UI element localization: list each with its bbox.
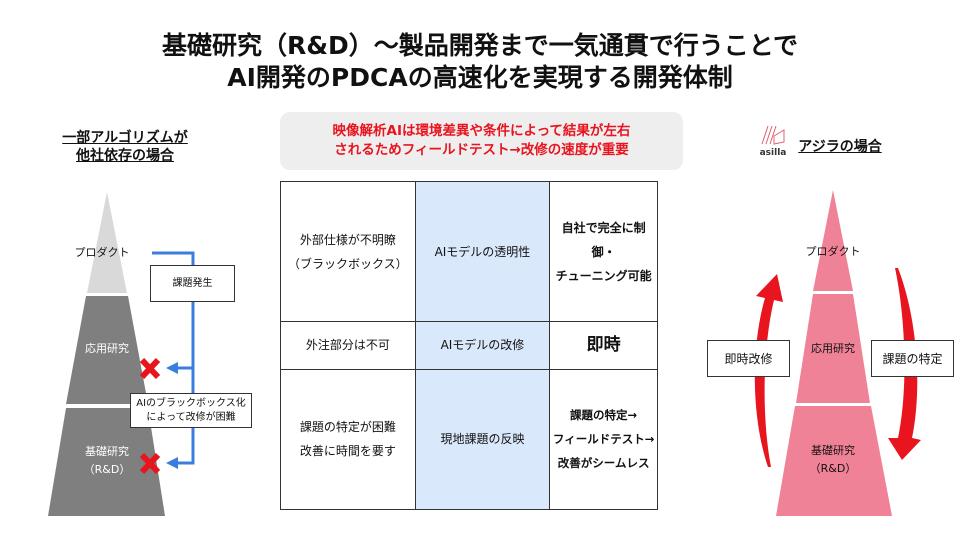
table-cell-mid: AIモデルの透明性 bbox=[414, 180, 551, 323]
x-mark-icon bbox=[139, 357, 161, 475]
asilla-logo-text: asilla bbox=[759, 148, 787, 158]
cell-text: チューニング可能 bbox=[555, 268, 652, 283]
up-curved-arrow-icon bbox=[754, 274, 783, 467]
table-cell-mid: 現地課題の反映 bbox=[414, 368, 551, 511]
left-tier-basic: 基礎研究 （R&D） bbox=[62, 443, 152, 479]
cell-text: 自社で完全に制御・ bbox=[561, 220, 646, 259]
cell-text: 即時 bbox=[586, 335, 621, 356]
left-heading-line-1: 一部アルゴリズムが bbox=[62, 130, 188, 146]
comparison-table: 外部仕様が不明瞭 （ブラックボックス） AIモデルの透明性 自社で完全に制御・チュ… bbox=[280, 180, 658, 511]
left-pyramid-bottom-tier bbox=[48, 408, 165, 516]
arrow-to-applied bbox=[166, 362, 178, 374]
table-row: 外部仕様が不明瞭 （ブラックボックス） AIモデルの透明性 自社で完全に制御・チュ… bbox=[280, 180, 658, 323]
left-tier-applied: 応用研究 bbox=[85, 342, 129, 355]
immediate-fix-box: 即時改修 bbox=[707, 340, 790, 377]
right-pyramid-middle-tier bbox=[796, 294, 870, 403]
note-line-1: 映像解析AIは環境差異や条件によって結果が左右 bbox=[332, 123, 631, 139]
cell-text: （ブラックボックス） bbox=[287, 256, 408, 271]
note-line-2: されるためフィールドテスト→改修の速度が重要 bbox=[334, 142, 629, 158]
table-cell-left: 外部仕様が不明瞭 （ブラックボックス） bbox=[280, 180, 416, 323]
blackbox-box: AIのブラックボックス化 によって改修が困難 bbox=[130, 393, 252, 428]
table-cell-right: 自社で完全に制御・チューニング可能 bbox=[549, 180, 658, 323]
left-pyramid-middle-tier bbox=[66, 296, 148, 404]
asilla-logo-mark-icon bbox=[761, 125, 785, 145]
left-pyramid-top-tier bbox=[87, 192, 127, 293]
table-cell-right: 課題の特定→ フィールドテスト→ 改善がシームレス bbox=[549, 368, 658, 511]
issue-flow-line bbox=[152, 251, 195, 465]
blackbox-line-1: AIのブラックボックス化 bbox=[136, 397, 246, 409]
right-pyramid-top-tier bbox=[813, 190, 853, 291]
right-tier-basic: 基礎研究 （R&D） bbox=[788, 442, 878, 478]
right-tier-applied: 応用研究 bbox=[811, 342, 855, 355]
cell-text: フィールドテスト→ bbox=[552, 432, 655, 447]
cell-text: 外部仕様が不明瞭 bbox=[299, 232, 396, 247]
table-cell-right: 即時 bbox=[549, 321, 658, 370]
table-row: 外注部分は不可 AIモデルの改修 即時 bbox=[280, 321, 658, 370]
blackbox-line-2: によって改修が困難 bbox=[146, 411, 236, 423]
left-pyramid-diagram bbox=[48, 192, 195, 516]
left-tier-basic-line-1: 基礎研究 bbox=[85, 445, 129, 458]
issue-occurs-box: 課題発生 bbox=[150, 265, 235, 302]
left-tier-basic-line-2: （R&D） bbox=[83, 463, 131, 476]
right-tier-basic-line-2: （R&D） bbox=[809, 462, 857, 475]
left-tier-product: プロダクト bbox=[74, 246, 130, 259]
arrow-to-basic bbox=[166, 457, 178, 469]
right-heading: アジラの場合 bbox=[798, 139, 882, 155]
cell-text: 課題の特定→ bbox=[570, 408, 638, 423]
cell-text: 改善に時間を要す bbox=[299, 444, 396, 459]
speed-note: 映像解析AIは環境差異や条件によって結果が左右 されるためフィールドテスト→改修… bbox=[280, 112, 683, 170]
table-row: 課題の特定が困難改善に時間を要す 現地課題の反映 課題の特定→ フィールドテスト→… bbox=[280, 368, 658, 511]
right-pyramid-bottom-tier bbox=[776, 406, 892, 516]
left-heading: 一部アルゴリズムが 他社依存の場合 bbox=[40, 129, 210, 165]
cell-text: 改善がシームレス bbox=[557, 456, 650, 471]
cell-text: 外注部分は不可 bbox=[305, 338, 390, 353]
left-heading-line-2: 他社依存の場合 bbox=[76, 148, 174, 164]
issue-identification-box: 課題の特定 bbox=[871, 340, 954, 377]
title-line-1: 基礎研究（R&D）～製品開発まで一気通貫で行うことで bbox=[161, 31, 799, 60]
slide-title: 基礎研究（R&D）～製品開発まで一気通貫で行うことで AI開発のPDCAの高速化… bbox=[0, 30, 960, 94]
right-tier-product: プロダクト bbox=[805, 245, 861, 258]
title-line-2: AI開発のPDCAの高速化を実現する開発体制 bbox=[227, 63, 733, 92]
right-tier-basic-line-1: 基礎研究 bbox=[811, 444, 855, 457]
table-cell-left: 課題の特定が困難改善に時間を要す bbox=[280, 368, 416, 511]
asilla-logo: asilla bbox=[758, 122, 788, 162]
table-cell-mid: AIモデルの改修 bbox=[414, 321, 551, 370]
table-cell-left: 外注部分は不可 bbox=[280, 321, 416, 370]
cell-text: 課題の特定が困難 bbox=[299, 420, 396, 435]
